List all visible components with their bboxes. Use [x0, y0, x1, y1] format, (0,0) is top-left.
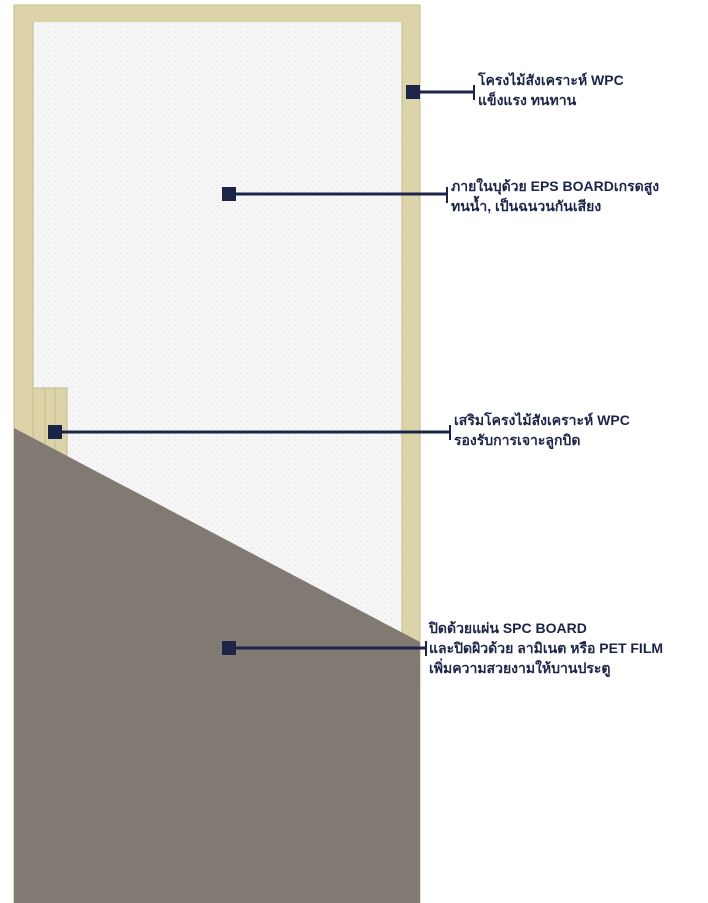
callout-label-line: และปิดผิวด้วย ลามิเนต หรือ PET FILM	[429, 640, 664, 656]
callout-label-core: ภายในบุด้วย EPS BOARDเกรดสูง ทนน้ำ, เป็น…	[451, 176, 659, 216]
callout-label-frame: โครงไม้สังเคราะห์ WPC แข็งแรง ทนทาน	[478, 70, 624, 110]
callout-label-line: แข็งแรง ทนทาน	[478, 92, 577, 108]
callout-label-line: ทนน้ำ, เป็นฉนวนกันเสียง	[451, 198, 602, 214]
callout-label-line: เสริมโครงไม้สังเคราะห์ WPC	[454, 412, 630, 428]
callout-label-line: ปิดด้วยแผ่น SPC BOARD	[429, 620, 587, 636]
callout-marker-frame	[406, 85, 420, 99]
spc-board-surface	[14, 428, 420, 903]
callout-label-line: เพิ่มความสวยงามให้บานประตู	[429, 660, 611, 676]
callout-marker-core	[222, 187, 236, 201]
callout-label-reinforcement: เสริมโครงไม้สังเคราะห์ WPC รองรับการเจาะ…	[454, 410, 630, 450]
callout-marker-reinforcement	[48, 425, 62, 439]
callout-label-line: รองรับการเจาะลูกบิด	[454, 432, 581, 448]
callout-label-line: โครงไม้สังเคราะห์ WPC	[478, 72, 624, 88]
callout-marker-surface	[222, 641, 236, 655]
callout-label-surface: ปิดด้วยแผ่น SPC BOARD และปิดผิวด้วย ลามิ…	[429, 618, 663, 678]
callout-label-line: ภายในบุด้วย EPS BOARDเกรดสูง	[451, 178, 660, 194]
